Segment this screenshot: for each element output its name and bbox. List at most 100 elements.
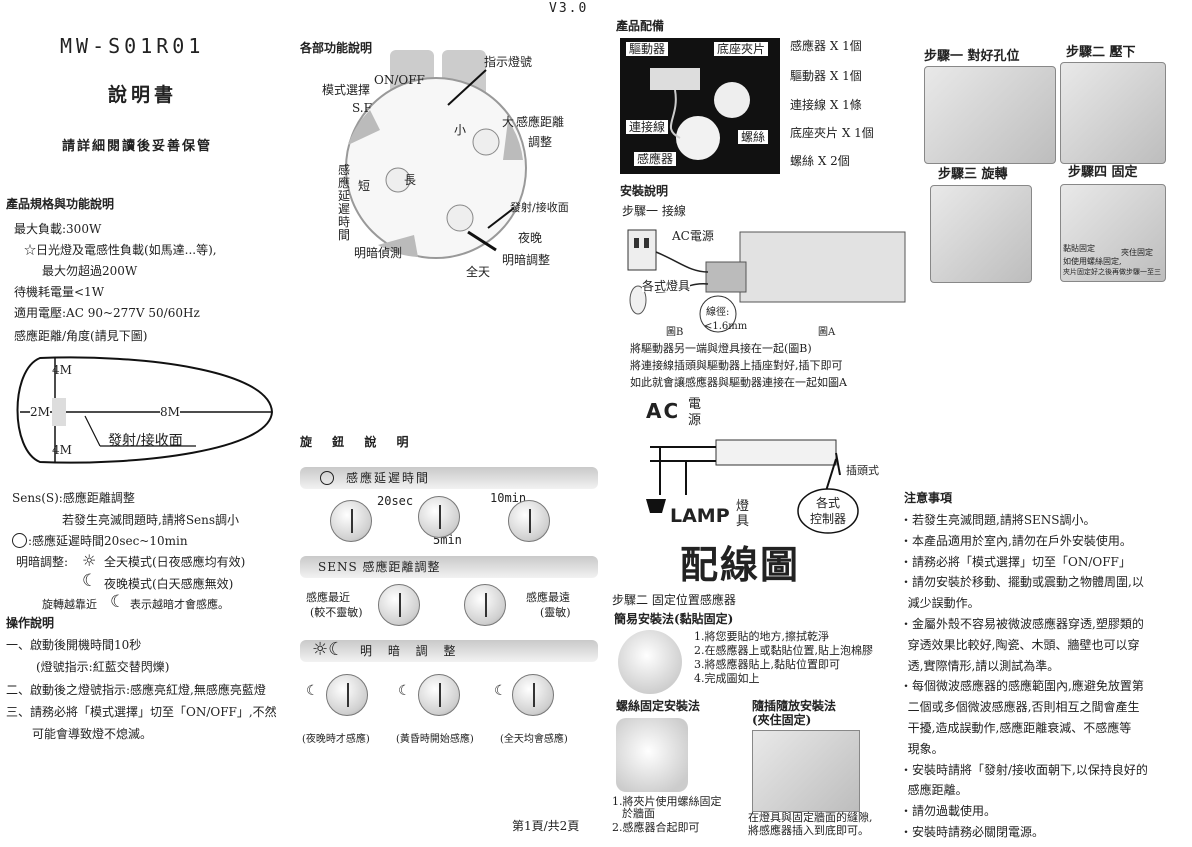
manual-subtitle: 請詳細閱讀後妥善保管: [62, 139, 213, 154]
lux-knob-dusk: [418, 674, 460, 716]
knobs-heading: 旋 鈕 說 明: [300, 435, 417, 449]
wiring-drawing: [646, 439, 859, 534]
range-diagram: 4M 2M 8M 4M 發射/接收面: [0, 350, 290, 470]
wiring-diagram: AC 電源 LAMP 燈具 插頭式 各式 控制器: [640, 395, 890, 535]
sensor-parts-diagram: ON/OFF 模式選擇 S.F 指示燈號 大 感應距離 小 調整 短 長 感應延…: [318, 50, 588, 280]
package-photo-drawing: [650, 68, 750, 160]
install-note-1: 將驅動器另一端與燈具接在一起(圖B): [630, 342, 812, 355]
delay-bar-label: 感應延遲時間: [346, 471, 431, 485]
sens-bar-label: SENS 感應距離調整: [318, 560, 441, 574]
specs-heading: 產品規格與功能說明: [6, 197, 115, 211]
manual-title: 說明書: [108, 84, 178, 106]
notes-line: 現象。: [900, 741, 944, 756]
lux-caption-night: (夜晚時才感應): [302, 734, 370, 745]
wiring-ctrl-b: 控制器: [810, 512, 847, 526]
model-number: MW-S01R01: [60, 34, 205, 58]
adjust-sens: Sens(S):感應距離調整: [12, 491, 135, 505]
notes-line: 減少誤動作。: [900, 596, 980, 611]
notes-line: ‧請務必將「模式選擇」切至「ON/OFF」: [900, 554, 1131, 569]
moon-small-icon: ☾: [110, 592, 126, 612]
step-photo-1: [924, 66, 1056, 164]
package-label-driver: 驅動器: [626, 42, 669, 56]
parts-dist: 感應距離: [516, 115, 565, 129]
package-label-sensor: 感應器: [634, 152, 677, 166]
install-lamp: 各式燈具: [642, 279, 691, 293]
operation-step2: 二、啟動後之燈號指示:感應亮紅燈,無感應亮藍燈: [6, 683, 266, 697]
range-top-label: 4M: [52, 363, 72, 377]
operation-step3: 三、請務必將「模式選擇」切至「ON/OFF」,不然: [6, 705, 277, 719]
notes-heading: 注意事項: [904, 491, 953, 505]
install-wiring-diagram: AC電源 各式燈具 線徑: <1.6mm: [620, 222, 910, 340]
step2-clip-2: (夾住固定): [752, 713, 812, 727]
spec-range: 感應距離/角度(請見下圖): [14, 329, 148, 343]
page-number: 第1頁/共2頁: [512, 819, 580, 833]
step-photo-3: [930, 185, 1032, 283]
parts-indicator: 指示燈號: [484, 55, 533, 69]
spec-load: 最大負載:300W: [14, 222, 102, 236]
step2-clip-note-2: 將感應器插入到底即可。: [748, 824, 869, 837]
clock-bar-icon: [320, 471, 334, 485]
install-wire-spec: <1.6mm: [704, 321, 748, 332]
lux-moon-icon-3: ☾: [494, 683, 507, 699]
notes-line: ‧安裝時請務必關閉電源。: [900, 824, 1045, 839]
package-item-2: 驅動器 X 1個: [790, 69, 862, 83]
adjust-lux-night: 夜晚模式(白天感應無效): [104, 577, 234, 591]
package-heading: 產品配備: [616, 19, 665, 33]
notes-line: ‧請勿過載使用。: [900, 804, 997, 819]
lux-moon-icon-2: ☾: [398, 683, 411, 699]
wiring-ctrl-a: 各式: [816, 496, 841, 510]
sens-far: 感應最遠: [526, 591, 570, 604]
step2-clip: 隨插隨放安裝法: [752, 699, 837, 713]
step-photo-2: [1060, 62, 1166, 164]
lux-knob-allday: [512, 674, 554, 716]
lux-knob-night: [326, 674, 368, 716]
lux-caption-allday: (全天均會感應): [500, 734, 568, 745]
parts-mode: 模式選擇: [322, 83, 371, 97]
sens-near-note: (較不靈敏): [310, 606, 363, 619]
parts-long: 長: [404, 173, 417, 187]
install-fig-a: 圖A: [818, 327, 836, 338]
notes-line: 二個或多個微波感應器,否則相互之間會產生: [900, 700, 1140, 715]
notes-line: ‧本產品適用於室內,請勿在戶外安裝使用。: [900, 533, 1132, 548]
step-label-2: 步驟二 壓下: [1066, 45, 1136, 60]
parts-small: 小: [454, 123, 467, 137]
step4-fix4: 夾片固定好之後再做步驟一至三: [1063, 268, 1161, 276]
step2-easy-1: 1.將您要貼的地方,擦拭乾淨: [694, 630, 829, 643]
notes-line: ‧每個微波感應器的感應範圍內,應避免放置第: [900, 679, 1144, 694]
spec-note1: ☆日光燈及電感性負載(如馬達...等),: [24, 243, 217, 257]
adjust-lux-tip-a: 旋轉越靠近: [42, 598, 97, 611]
package-label-cable: 連接線: [626, 120, 669, 134]
wiring-ac: AC: [646, 399, 681, 423]
step-label-4: 步驟四 固定: [1068, 165, 1138, 180]
wiring-power: 電源: [688, 397, 702, 428]
step2-heading: 步驟二 固定位置感應器: [612, 593, 736, 607]
notes-list: ‧若發生亮滅問題,請將SENS調小。 ‧本產品適用於室內,請勿在戶外安裝使用。 …: [900, 514, 1186, 847]
step2-clip-note-1: 在燈具與固定牆面的縫隙,: [748, 811, 873, 824]
package-photo: 驅動器 底座夾片 連接線 螺絲 感應器: [620, 38, 780, 174]
range-shape: [16, 356, 274, 464]
lux-bar: [300, 640, 598, 662]
sun-icon: ☼: [82, 551, 97, 570]
sens-knob-far: [464, 584, 506, 626]
wiring-lamp: LAMP: [670, 505, 730, 527]
sensor-photo-easy: [618, 630, 682, 694]
lux-moon-icon-1: ☾: [306, 683, 319, 699]
sens-far-note: (靈敏): [540, 606, 571, 619]
step2-easy-4: 4.完成圖如上: [694, 672, 760, 685]
spec-voltage: 適用電壓:AC 90~277V 50/60Hz: [14, 306, 200, 320]
install-ac: AC電源: [672, 229, 714, 243]
notes-line: 透,實際情形,請以測試為準。: [900, 658, 1060, 673]
parts-lux: 明暗調整: [502, 253, 551, 267]
sens-bar: [300, 556, 598, 578]
parts-lux-detect: 明暗偵測: [354, 246, 403, 260]
step-label-1: 步驟一 對好孔位: [924, 49, 1020, 64]
notes-line: ‧若發生亮滅問題,請將SENS調小。: [900, 513, 1096, 527]
range-right-label: 8M: [160, 405, 180, 419]
range-bottom-label: 4M: [52, 443, 72, 457]
parts-allday: 全天: [466, 265, 491, 279]
install-heading: 安裝說明: [620, 184, 669, 198]
notes-line: 感應距離。: [900, 783, 968, 798]
parts-big: 大: [502, 115, 515, 129]
step2-screw-1: 1.將夾片使用螺絲固定: [612, 795, 722, 808]
install-wire: 線徑:: [706, 307, 730, 318]
